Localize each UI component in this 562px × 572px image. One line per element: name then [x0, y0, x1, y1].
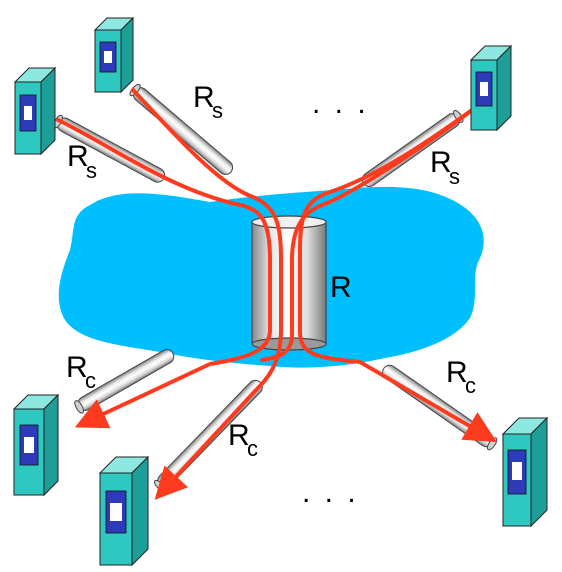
flow-server-top-left	[131, 88, 283, 500]
svg-text:R: R	[66, 351, 88, 384]
server-rate-label-top: R s	[193, 81, 223, 123]
svg-text:R: R	[193, 81, 215, 114]
flow-server-left	[56, 118, 272, 429]
bottleneck-rate-label: R	[330, 271, 352, 304]
more-servers-ellipsis: . . .	[312, 87, 369, 120]
svg-text:c: c	[85, 368, 96, 393]
svg-text:c: c	[247, 436, 258, 461]
flow-server-right-2	[260, 108, 474, 362]
server-host-left	[13, 66, 57, 156]
svg-text:R: R	[430, 146, 452, 179]
bottleneck-link	[251, 215, 327, 351]
server-rate-label-left: R s	[67, 140, 97, 183]
server-host-right	[469, 44, 513, 132]
client-rate-label-lower: R c	[228, 419, 258, 461]
client-host-right	[501, 416, 549, 528]
client-rate-label-right: R c	[446, 356, 476, 398]
svg-text:s: s	[212, 98, 223, 123]
server-host-top-left	[93, 16, 135, 94]
svg-text:c: c	[465, 373, 476, 398]
client-host-lower-left	[98, 455, 150, 567]
server-rate-label-right: R s	[430, 146, 460, 189]
svg-text:s: s	[449, 164, 460, 189]
client-host-left	[12, 393, 60, 497]
svg-text:R: R	[446, 356, 468, 389]
svg-text:s: s	[86, 158, 97, 183]
svg-text:R: R	[67, 140, 89, 173]
svg-text:R: R	[228, 419, 250, 452]
client-rate-label-left: R c	[66, 351, 96, 393]
more-clients-ellipsis: . . .	[302, 476, 359, 509]
